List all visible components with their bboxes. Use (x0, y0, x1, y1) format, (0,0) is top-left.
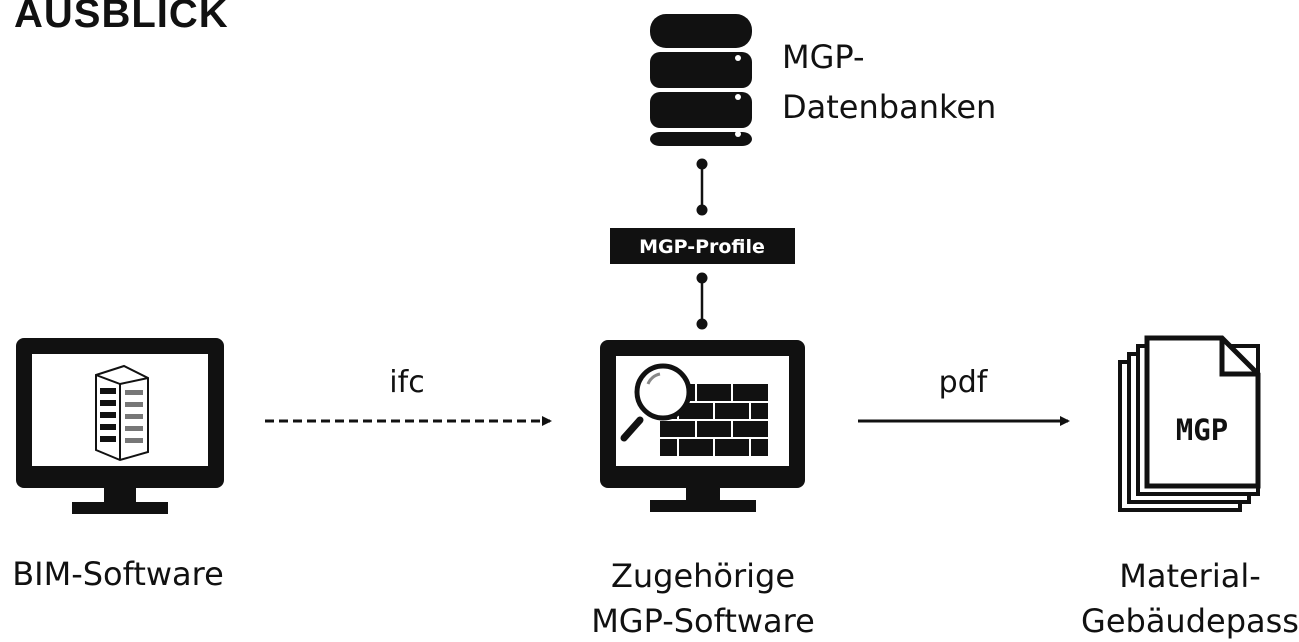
profile-label: MGP-Profile (639, 236, 765, 258)
building-icon (95, 364, 149, 462)
database-icon (650, 14, 752, 146)
pass-label-line1: Material- (1119, 557, 1261, 595)
document-mgp-text: MGP (1176, 413, 1228, 447)
edge-ifc-label: ifc (389, 365, 424, 400)
mgp-software-label-line2: MGP-Software (591, 602, 815, 640)
edge-pdf-label: pdf (939, 365, 989, 400)
profile-badge: MGP-Profile (610, 228, 795, 264)
pass-label-line2: Gebäudepass (1081, 602, 1299, 640)
bim-label: BIM-Software (12, 555, 224, 593)
database-label-line1: MGP- (782, 38, 865, 76)
connector-database-profile (696, 158, 708, 216)
mgp-software-label-line1: Zugehörige (611, 557, 795, 595)
page-title: AUSBLICK (14, 0, 229, 36)
connector-profile-software (696, 272, 708, 330)
magnifier-icon (620, 363, 692, 442)
monitor-search-wall-icon (600, 340, 805, 512)
database-label-line2: Datenbanken (782, 88, 996, 126)
monitor-building-icon (16, 338, 224, 514)
document-stack-icon: MGP (1118, 335, 1261, 512)
